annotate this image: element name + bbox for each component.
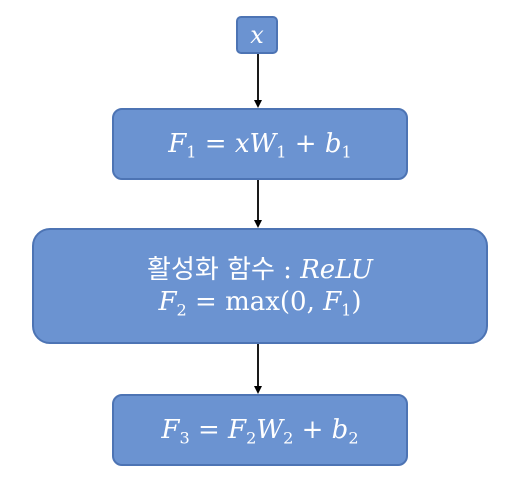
activation-title: 활성화 함수 : ReLU [147, 254, 373, 287]
activation-arg-sub: 1 [341, 300, 352, 320]
layer2-term2: b [331, 414, 349, 445]
layer1-term2: b [324, 128, 342, 159]
layer2-term1-sub: 2 [246, 428, 257, 448]
layer2-term1b-sub: 2 [283, 428, 294, 448]
layer2-term1b: W [256, 414, 284, 445]
layer2-term2-sub: 2 [348, 428, 359, 448]
layer1-lhs: F [168, 128, 187, 159]
activation-eq: = [186, 287, 226, 317]
layer1-eq: = [196, 128, 235, 159]
layer2-plus: + [293, 414, 332, 445]
linear-layer-1-node: F1 = xW1 + b1 [112, 108, 408, 180]
activation-name: ReLU [300, 254, 373, 285]
activation-colon: : [274, 254, 301, 285]
layer1-term2-sub: 1 [341, 142, 352, 162]
linear-layer-2-node: F3 = F2W2 + b2 [112, 394, 408, 466]
activation-equation: F2 = max(0, F1) [158, 286, 361, 319]
input-variable: x [250, 21, 264, 49]
activation-fn: max(0, [225, 287, 324, 317]
layer2-lhs-sub: 3 [179, 428, 190, 448]
layer2-equation: F3 = F2W2 + b2 [161, 414, 358, 447]
layer2-term1: F [228, 414, 247, 445]
layer2-lhs: F [161, 414, 180, 445]
activation-lhs: F [158, 287, 177, 317]
activation-close: ) [351, 287, 362, 317]
activation-node: 활성화 함수 : ReLU F2 = max(0, F1) [32, 228, 488, 344]
layer2-eq: = [189, 414, 229, 445]
input-node: x [236, 16, 278, 54]
layer1-term1-sub: 1 [276, 142, 287, 162]
layer1-equation: F1 = xW1 + b1 [168, 128, 352, 161]
layer1-lhs-sub: 1 [186, 142, 197, 162]
layer1-plus: + [286, 128, 325, 159]
activation-lhs-sub: 2 [176, 300, 187, 320]
activation-arg: F [323, 287, 342, 317]
layer1-term1: xW [234, 128, 277, 159]
activation-label: 활성화 함수 [147, 254, 275, 285]
